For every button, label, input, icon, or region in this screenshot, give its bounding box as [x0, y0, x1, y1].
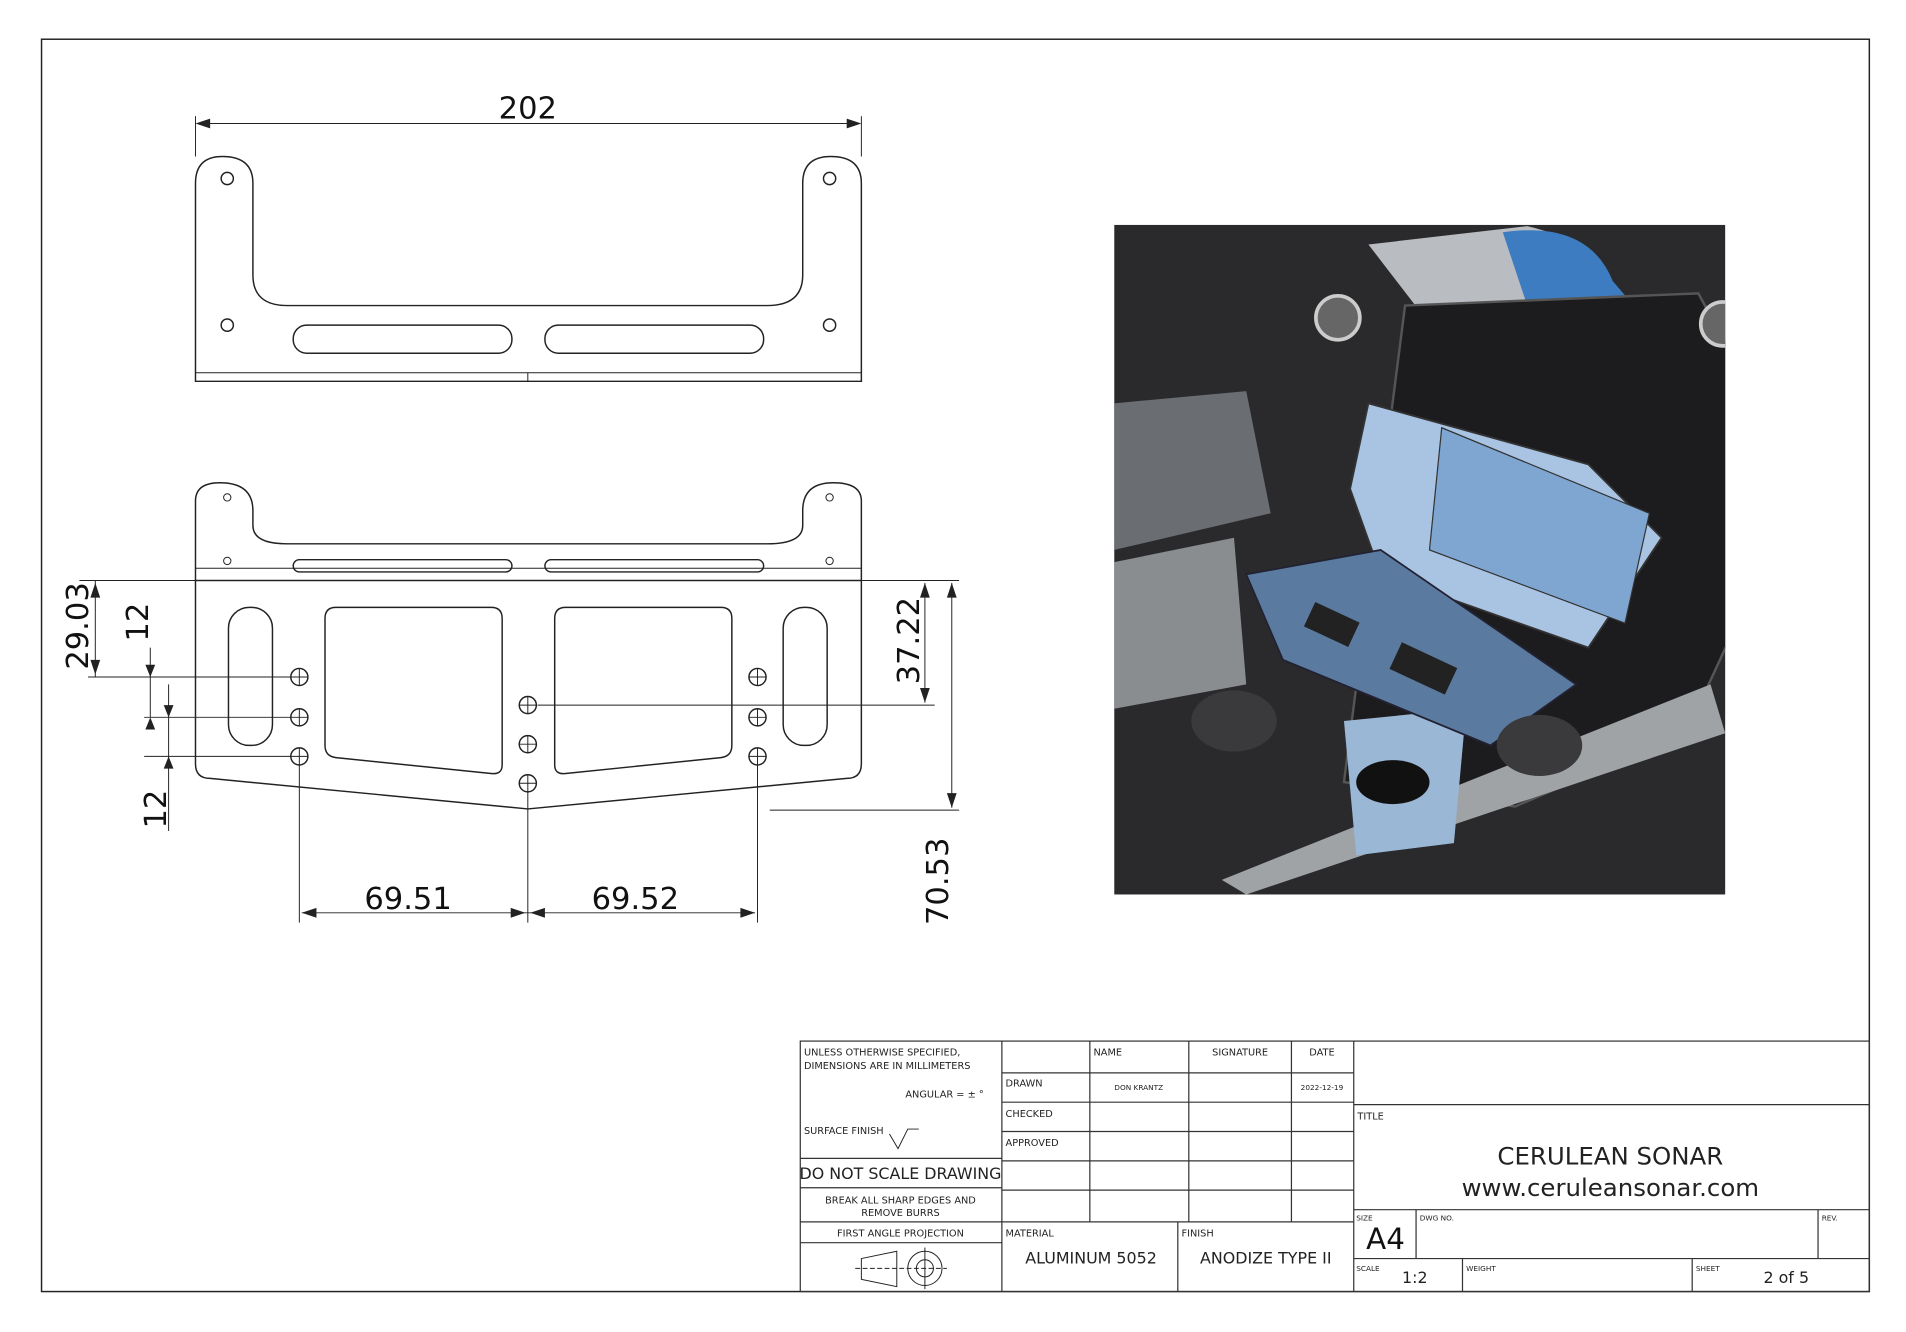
row-checked-text: CHECKED: [1006, 1109, 1053, 1120]
angular-text: ANGULAR = ± °: [905, 1089, 983, 1100]
surface-finish-icon: [889, 1128, 919, 1150]
front-view: 29.03 12 12 37.22 70.53 69.51 69.52: [61, 481, 960, 925]
dim-70-53: 70.53: [921, 838, 956, 925]
finish-label-text: FINISH: [1181, 1229, 1213, 1240]
surface-finish-text: SURFACE FINISH: [804, 1126, 884, 1137]
title-block: UNLESS OTHERWISE SPECIFIED, DIMENSIONS A…: [799, 1040, 1870, 1293]
col-name-text: NAME: [1094, 1048, 1123, 1059]
dwg-label-text: DWG NO.: [1420, 1214, 1454, 1223]
drawn-date-text: 2022-12-19: [1301, 1083, 1344, 1092]
weight-label-text: WEIGHT: [1466, 1264, 1496, 1273]
scale-text: 1:2: [1402, 1268, 1428, 1287]
dim-69-51: 69.51: [364, 882, 451, 917]
title-1-text: CERULEAN SONAR: [1497, 1141, 1723, 1170]
size-text: A4: [1366, 1222, 1405, 1256]
break-edges-2-text: REMOVE BURRS: [861, 1208, 939, 1219]
finish-text: ANODIZE TYPE II: [1200, 1248, 1332, 1267]
first-angle-projection-icon: [855, 1247, 947, 1290]
sheet-text: 2 of 5: [1763, 1268, 1809, 1287]
row-approved-text: APPROVED: [1006, 1138, 1059, 1149]
dim-12-upper: 12: [121, 603, 156, 642]
dim-12-lower: 12: [139, 790, 174, 829]
do-not-scale-text: DO NOT SCALE DRAWING: [799, 1164, 1001, 1183]
dim-69-52: 69.52: [592, 882, 679, 917]
rev-label-text: REV.: [1822, 1214, 1838, 1223]
row-drawn-text: DRAWN: [1006, 1078, 1043, 1089]
top-view: 202: [194, 92, 863, 383]
scale-label-text: SCALE: [1356, 1264, 1380, 1273]
dim-37-22: 37.22: [892, 597, 927, 684]
break-edges-1-text: BREAK ALL SHARP EDGES AND: [825, 1196, 976, 1207]
notes-line1-text: UNLESS OTHERWISE SPECIFIED,: [804, 1048, 960, 1059]
col-signature-text: SIGNATURE: [1212, 1048, 1268, 1059]
col-date-text: DATE: [1309, 1048, 1334, 1059]
dim-29-03: 29.03: [61, 582, 96, 669]
size-label-text: SIZE: [1356, 1214, 1373, 1223]
sheet-label-text: SHEET: [1696, 1264, 1720, 1273]
dim-overall-width: 202: [499, 92, 557, 127]
notes-line2-text: DIMENSIONS ARE IN MILLIMETERS: [804, 1061, 970, 1072]
material-text: ALUMINUM 5052: [1025, 1248, 1157, 1267]
title-label-text: TITLE: [1356, 1111, 1383, 1122]
drawn-name-text: DON KRANTZ: [1114, 1083, 1163, 1092]
title-2-text: www.ceruleansonar.com: [1462, 1173, 1760, 1202]
isometric-render: [1114, 224, 1726, 895]
material-label-text: MATERIAL: [1006, 1229, 1055, 1240]
projection-text: FIRST ANGLE PROJECTION: [837, 1229, 964, 1240]
